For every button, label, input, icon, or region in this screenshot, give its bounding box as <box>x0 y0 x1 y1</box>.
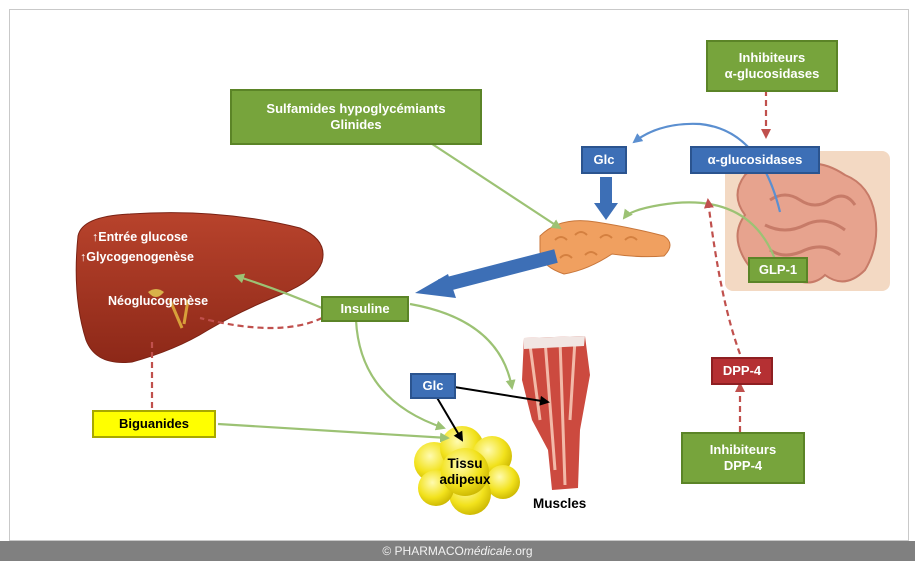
biguanides-to-fat-arrow <box>218 424 448 438</box>
inhibiteurs-alpha-glucosidases-box: Inhibiteurs α-glucosidases <box>706 40 838 92</box>
pancreas-to-liver-arrow <box>440 256 556 286</box>
muscles-label: Muscles <box>533 496 586 511</box>
glc-to-pancreas-arrowhead <box>594 203 618 220</box>
insuline-box: Insuline <box>321 296 409 322</box>
liver-label-glycogenogenese: ↑Glycogenogenèse <box>80 250 194 264</box>
sulfamides-glinides-box: Sulfamides hypoglycémiants Glinides <box>230 89 482 145</box>
liver-label-entree-glucose: ↑Entrée glucose <box>92 230 188 244</box>
biguanides-box: Biguanides <box>92 410 216 438</box>
inhibiteurs-dpp4-box: Inhibiteurs DPP-4 <box>681 432 805 484</box>
footer-brand-italic: médicale <box>464 544 512 558</box>
glc-top-box: Glc <box>581 146 627 174</box>
glc-middle-box: Glc <box>410 373 456 399</box>
liver-label-neoglucogenese: Néoglucogenèse <box>108 294 208 308</box>
footer-copyright: © PHARMACO <box>382 544 464 558</box>
glp1-box: GLP-1 <box>748 257 808 283</box>
footer-domain-suffix: .org <box>512 544 533 558</box>
alpha-glucosidases-box: α-glucosidases <box>690 146 820 174</box>
tissu-adipeux-label: Tissu adipeux <box>437 456 493 488</box>
sulfamides-to-pancreas-arrow <box>420 136 560 228</box>
muscle-illustration <box>522 336 590 490</box>
dpp4-box: DPP-4 <box>711 357 773 385</box>
